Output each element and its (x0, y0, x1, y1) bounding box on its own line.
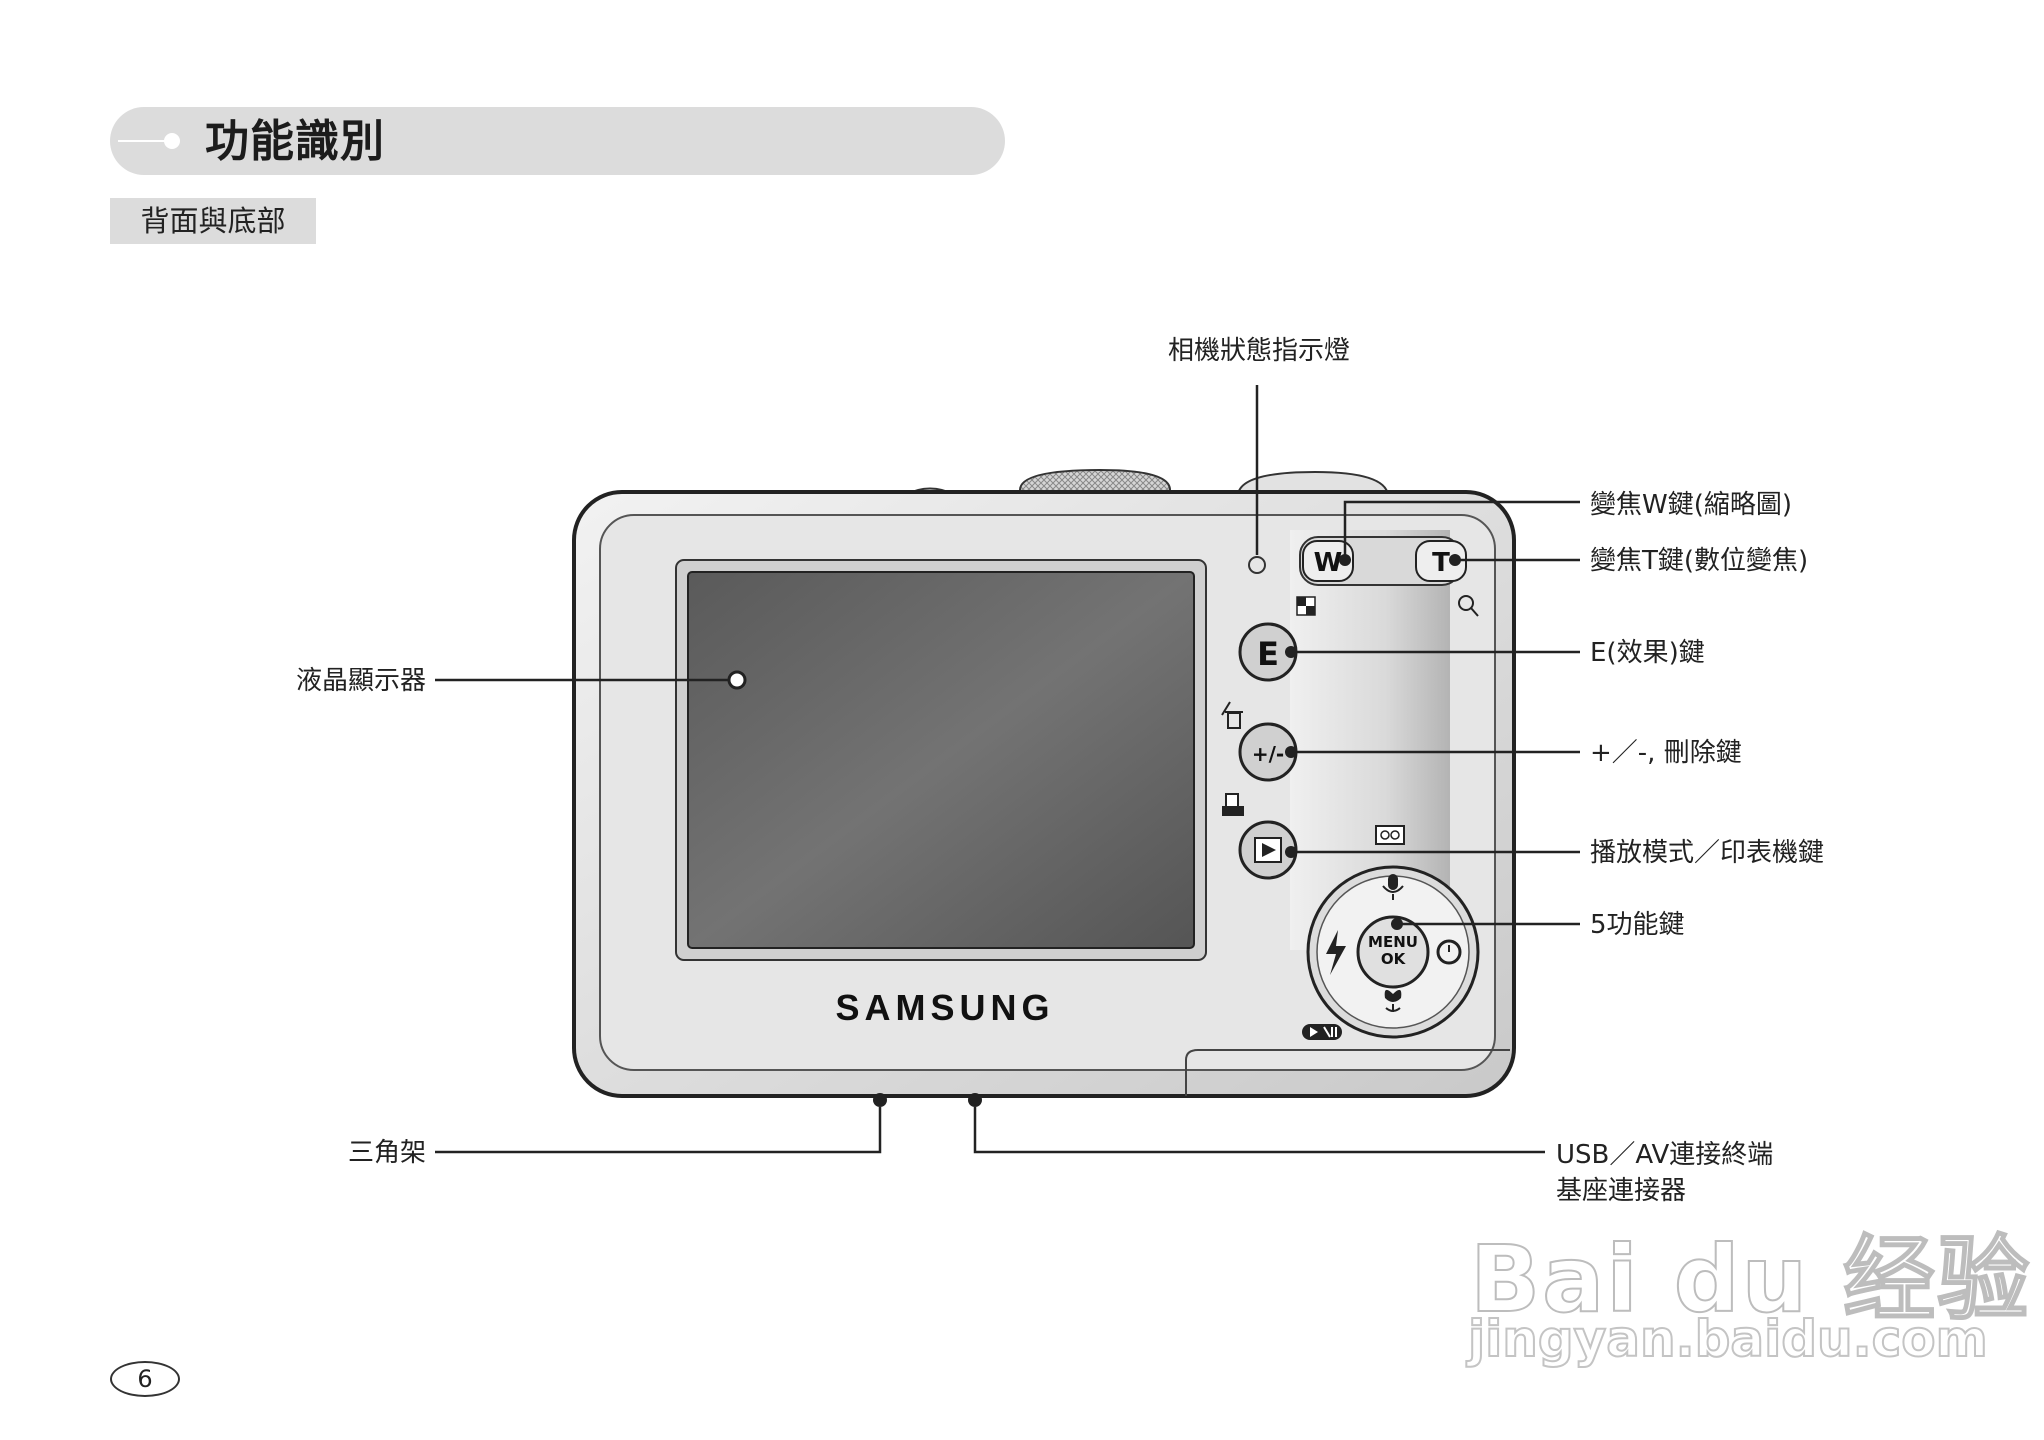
zoom-w-button[interactable] (1302, 540, 1354, 582)
tripod-socket (873, 1093, 887, 1107)
label-delete-button: +／-, 刪除鍵 (1590, 738, 1742, 768)
callout-lines (435, 385, 1580, 1154)
flash-icon (1326, 930, 1346, 975)
ok-label: OK (1381, 950, 1407, 968)
watermark-brand: Bai du 经验 (1469, 1225, 2032, 1334)
magnifier-icon (1458, 595, 1474, 611)
shutter-top (1236, 470, 1390, 496)
battery-door (1185, 1049, 1510, 1096)
macro-icon (1384, 989, 1402, 1012)
label-dock-connector: 基座連接器 (1556, 1176, 1687, 1206)
label-usb-av: USB／AV連接終端 (1556, 1140, 1774, 1170)
voice-memo-icon (1375, 825, 1405, 845)
title-line (118, 140, 168, 142)
menu-label: MENU (1368, 933, 1418, 951)
e-button-label: E (1257, 635, 1279, 673)
status-lamp (1248, 556, 1266, 574)
watermark-url: jingyan.baidu.com (1467, 1309, 1989, 1369)
usb-av-connector (968, 1093, 982, 1107)
label-status-lamp: 相機狀態指示燈 (1168, 336, 1351, 366)
callout-dot-pm (1285, 746, 1297, 758)
zoom-w-label: W (1314, 548, 1343, 578)
lcd-screen (687, 571, 1195, 949)
label-lcd: 液晶顯示器 (296, 666, 427, 696)
title-bullet (164, 133, 180, 149)
title-bar (110, 107, 1005, 175)
self-timer-icon (1436, 939, 1462, 965)
trash-icon (1221, 701, 1243, 729)
microphone-icon (1382, 874, 1404, 900)
play-icon-frame (1254, 837, 1282, 863)
plus-minus-label: +/- (1252, 742, 1284, 766)
label-play-print: 播放模式／印表機鍵 (1590, 838, 1825, 868)
callout-dot-lcd (727, 670, 747, 690)
menu-ok-button[interactable] (1356, 915, 1430, 989)
label-zoom-w: 變焦W鍵(縮略圖) (1590, 490, 1792, 520)
page-number: 6 (110, 1361, 180, 1397)
section-subtitle: 背面與底部 (110, 198, 316, 244)
label-zoom-t: 變焦T鍵(數位變焦) (1590, 546, 1809, 576)
label-tripod: 三角架 (348, 1138, 427, 1168)
brand-logo: SAMSUNG (835, 987, 1054, 1028)
page-title: 功能識別 (205, 116, 385, 167)
zoom-t-label: T (1432, 548, 1450, 578)
play-icon (1262, 843, 1276, 857)
callout-dot-e (1285, 646, 1297, 658)
label-five-function: 5功能鍵 (1590, 910, 1685, 940)
callout-dot-w (1339, 554, 1351, 566)
label-e-button: E(效果)鍵 (1590, 638, 1705, 668)
callout-dot-play (1285, 846, 1297, 858)
callout-dot-menu (1391, 918, 1403, 930)
printer-icon (1222, 793, 1244, 816)
callout-dot-t (1449, 554, 1461, 566)
